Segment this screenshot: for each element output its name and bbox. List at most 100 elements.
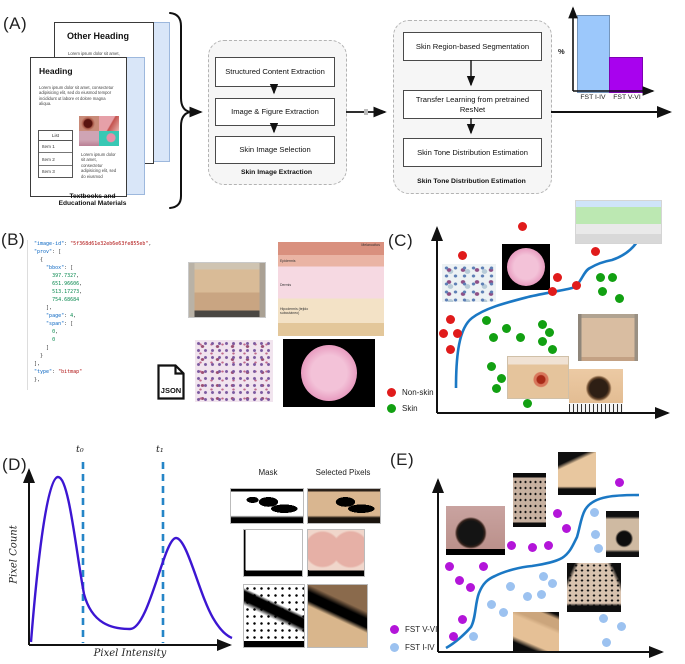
doc-image-grid (79, 116, 119, 146)
scatter-dot-skin (497, 373, 507, 383)
cytology-image (442, 264, 496, 302)
doc-list-item: Item 2 (39, 153, 72, 166)
scatter-dot-fst-i-iv (522, 591, 532, 601)
class-boundary-curve (454, 241, 639, 389)
group1-title: Skin Image Extraction (240, 169, 312, 176)
page-thumbnail-back (152, 22, 170, 162)
scatter-dot-fst-i-iv (598, 613, 608, 623)
scatter-dot-fst-v-vi (479, 561, 489, 571)
legend-item-fst-i-iv: FST I-IV (390, 643, 435, 652)
mask-image (243, 584, 305, 648)
panel-e-scatter: (E) FST V-VI FST I-IV (385, 440, 685, 664)
nonskin-legend-label: Non-skin (402, 388, 434, 397)
doc-list-item: Item 1 (39, 141, 72, 154)
doc-front-body: Lorem ipsum dolor sit amet, consectetur … (39, 85, 114, 107)
scatter-dot-skin (537, 337, 547, 347)
scatter-dot-non-skin (445, 315, 455, 325)
anatomy-label: Melanocitos (361, 243, 380, 247)
scatter-dot-fst-v-vi (445, 562, 455, 572)
histology-image (195, 340, 273, 402)
class-boundary-curve (445, 493, 640, 650)
scatter-dot-fst-v-vi (562, 524, 572, 534)
json-code-block: "image-id": "5f368d61e32eb6e63fe855eb","… (27, 240, 186, 390)
scatter-dot-fst-i-iv (469, 632, 479, 642)
skin-thumb-image (99, 116, 119, 131)
scatter-dot-fst-i-iv (601, 637, 611, 647)
microscope-view-circle (301, 345, 357, 401)
scatter-dot-skin (516, 333, 526, 343)
scatter-dot-non-skin (457, 251, 467, 261)
scatter-dot-fst-v-vi (507, 540, 517, 550)
page-thumbnail-front (125, 57, 145, 195)
skin-anatomy-diagram: Melanocitos Epidermis Dermis Hipodermis … (278, 242, 384, 336)
flow-step: Skin Tone Distribution Estimation (403, 138, 542, 167)
scatter-dot-fst-v-vi (553, 509, 563, 519)
fst-i-iv-legend-label: FST I-IV (405, 643, 435, 652)
scatter-dot-non-skin (445, 345, 455, 355)
torso-photo (188, 262, 266, 318)
scatter-dot-skin (481, 316, 491, 326)
panel-c-scatter: (C) Non-skin Skin (385, 195, 685, 430)
scatter-dot-non-skin (547, 287, 557, 297)
threshold-label-t0: t₀ (76, 444, 84, 455)
scatter-dot-fst-i-iv (505, 581, 515, 591)
mask-image (230, 488, 304, 524)
scatter-dot-fst-v-vi (614, 478, 624, 488)
d-ylabel: Pixel Count (8, 525, 20, 584)
doc-back-text: Lorem ipsum dolor sit amet, (68, 51, 120, 56)
arm-image (513, 612, 559, 651)
documents-caption: Textbooks and Educational Materials (58, 193, 127, 208)
flow-step: Skin Region-based Segmentation (403, 32, 542, 61)
scatter-dot-skin (596, 273, 606, 283)
scatter-dot-fst-i-iv (538, 571, 548, 581)
nonskin-legend-dot (387, 388, 396, 397)
legend-item-nonskin: Non-skin (387, 388, 434, 397)
selected-pixels-image (307, 488, 381, 524)
torso-mask-image (606, 511, 639, 557)
scatter-dot-fst-i-iv (617, 622, 627, 632)
selected-pixels-image (307, 584, 368, 648)
microscope-view-circle (507, 248, 545, 286)
anatomy-label: Epidermis (280, 259, 296, 263)
scatter-dot-skin (608, 273, 618, 283)
scatter-dot-fst-i-iv (593, 543, 603, 553)
bar-chart-category: FST V-VI (613, 94, 641, 101)
bar-chart-ylabel: % (558, 47, 565, 56)
document-front: Heading Lorem ipsum dolor sit amet, cons… (30, 57, 127, 197)
lesion-ruler-image (569, 369, 623, 412)
legend-item-fst-v-vi: FST V-VI (390, 625, 437, 634)
bar-fst-i-iv (577, 15, 610, 93)
selected-pixels-column-header: Selected Pixels (315, 468, 371, 477)
microscope-slide-image (283, 339, 375, 407)
ruler-ticks (569, 404, 623, 412)
scatter-dot-fst-i-iv (537, 590, 547, 600)
json-file-icon: JSON (157, 364, 185, 400)
skin-legend-label: Skin (402, 404, 418, 413)
skin-legend-dot (387, 404, 396, 413)
scatter-dot-skin (544, 328, 554, 338)
scatter-dot-skin (501, 324, 511, 334)
skin-black-band-image (558, 452, 596, 495)
intensity-histogram-curve (29, 475, 233, 643)
group2-title: Skin Tone Distribution Estimation (417, 178, 526, 185)
doc-front-side-text: Lorem ipsum dolor sit amet, consectetur … (81, 152, 117, 179)
fst-v-vi-legend-label: FST V-VI (405, 625, 438, 634)
anatomy-label: Hipodermis (tejido subcutáneo) (280, 307, 309, 315)
dermoscopy-image (507, 356, 569, 399)
json-icon-text: JSON (161, 386, 181, 395)
mask-column-header: Mask (258, 468, 278, 477)
scatter-dot-fst-i-iv (589, 507, 599, 517)
doc-back-heading: Other Heading (67, 31, 130, 41)
back-photo (578, 314, 638, 361)
d-xlabel: Pixel Intensity (93, 648, 167, 659)
skin-thumb-image (99, 131, 119, 146)
scatter-dot-non-skin (439, 329, 449, 339)
fst-v-vi-legend-dot (390, 625, 399, 634)
bar-chart-category: FST I-IV (580, 94, 606, 101)
doc-list-header: List (39, 131, 72, 141)
scatter-dot-fst-v-vi (449, 632, 459, 642)
scatter-dot-fst-i-iv (591, 529, 601, 539)
panel-d-plot (23, 462, 233, 651)
scatter-dot-skin (486, 362, 496, 372)
speckle-band-image (567, 563, 621, 612)
